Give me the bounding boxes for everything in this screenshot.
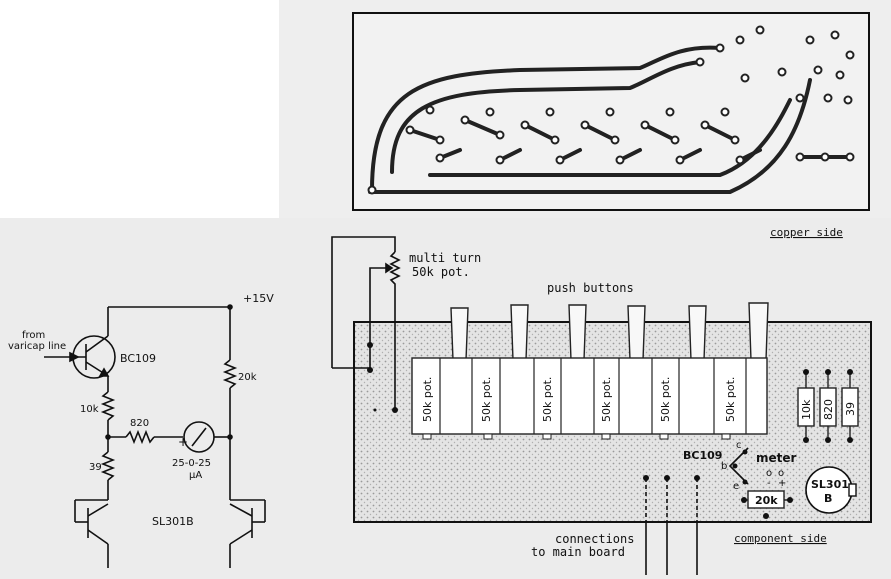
copper-trace-mid <box>428 98 792 177</box>
pot-bank <box>411 357 768 440</box>
copper-trace-inner <box>390 60 702 174</box>
r820-label: 820 <box>130 418 149 429</box>
r10k-label: 10k <box>80 404 99 415</box>
pot-labels: 50k pot. 50k pot. 50k pot. 50k pot. 50k … <box>421 377 737 422</box>
copper-trace-bottom <box>368 78 812 194</box>
resistor-stack: 10k 820 39 <box>797 369 859 443</box>
connection-leads <box>643 475 700 575</box>
meter-label: meter <box>756 451 797 465</box>
ic-label-line1: SL301 <box>811 478 849 491</box>
board-resistor-20k <box>741 490 793 519</box>
pot-label-5: 50k pot. <box>659 377 672 422</box>
input-label-line1: from <box>22 330 45 341</box>
resistor-820-label: 820 <box>822 399 835 420</box>
r20k-label: 20k <box>238 372 257 383</box>
meter-pin-2: o <box>778 468 784 479</box>
pot-label-1: 50k pot. <box>421 377 434 422</box>
resistor-820 <box>125 429 155 445</box>
resistor-39 <box>100 451 116 481</box>
resistor-20k <box>222 359 238 389</box>
r39-label: 39 <box>89 462 102 473</box>
meter-pin-plus: + <box>778 478 786 489</box>
multi-turn-label-line1: multi turn <box>409 251 481 265</box>
resistor-39-part <box>841 387 859 427</box>
multi-turn-pot-wiring <box>331 236 401 410</box>
resistor-10k-label: 10k <box>800 399 813 420</box>
meter-pin-1: o <box>766 468 772 479</box>
resistor-10k-part <box>797 387 815 427</box>
connections-label-line1: connections <box>555 532 634 546</box>
supply-label: +15V <box>243 292 274 305</box>
ic-label: SL301B <box>152 515 194 528</box>
schematic-labels: +15V from varicap line BC109 10k 820 39 … <box>8 292 274 528</box>
pot-label-2: 50k pot. <box>480 377 493 422</box>
resistor-39-label: 39 <box>844 402 857 416</box>
copper-pads <box>367 25 855 195</box>
pin-e-label: e <box>733 481 739 492</box>
multi-turn-label-line2: 50k pot. <box>412 265 470 279</box>
resistor-820-part <box>819 387 837 427</box>
meter-unit-label: μA <box>189 470 202 481</box>
copper-side-caption: copper side <box>770 226 843 239</box>
pin-b-label: b <box>721 461 727 472</box>
board-ic <box>805 466 857 514</box>
pot-label-4: 50k pot. <box>600 377 613 422</box>
pot-label-3: 50k pot. <box>541 377 554 422</box>
left-background <box>0 0 279 218</box>
pin-c-label: c <box>736 440 742 451</box>
input-label-line2: varicap line <box>8 341 66 352</box>
board-transistor <box>728 447 749 485</box>
schematic <box>44 304 266 568</box>
pot-label-6: 50k pot. <box>724 377 737 422</box>
transistor-label: BC109 <box>120 352 156 365</box>
board-transistor-label: BC109 <box>683 449 722 462</box>
ic-label-line2: B <box>824 492 832 505</box>
meter-pin-minus: - <box>767 478 771 489</box>
push-buttons-label: push buttons <box>547 281 634 295</box>
board-resistor-20k-label: 20k <box>755 494 778 507</box>
resistor-10k <box>100 391 116 421</box>
connections-label-line2: to main board <box>531 545 625 559</box>
wiring-nodes <box>367 342 398 413</box>
copper-side-board <box>352 12 870 211</box>
copper-trace-outer <box>370 45 722 192</box>
meter-plus-label: + <box>178 435 188 449</box>
meter-range-label: 25-0-25 <box>172 458 211 469</box>
component-side-caption: component side <box>734 532 827 545</box>
